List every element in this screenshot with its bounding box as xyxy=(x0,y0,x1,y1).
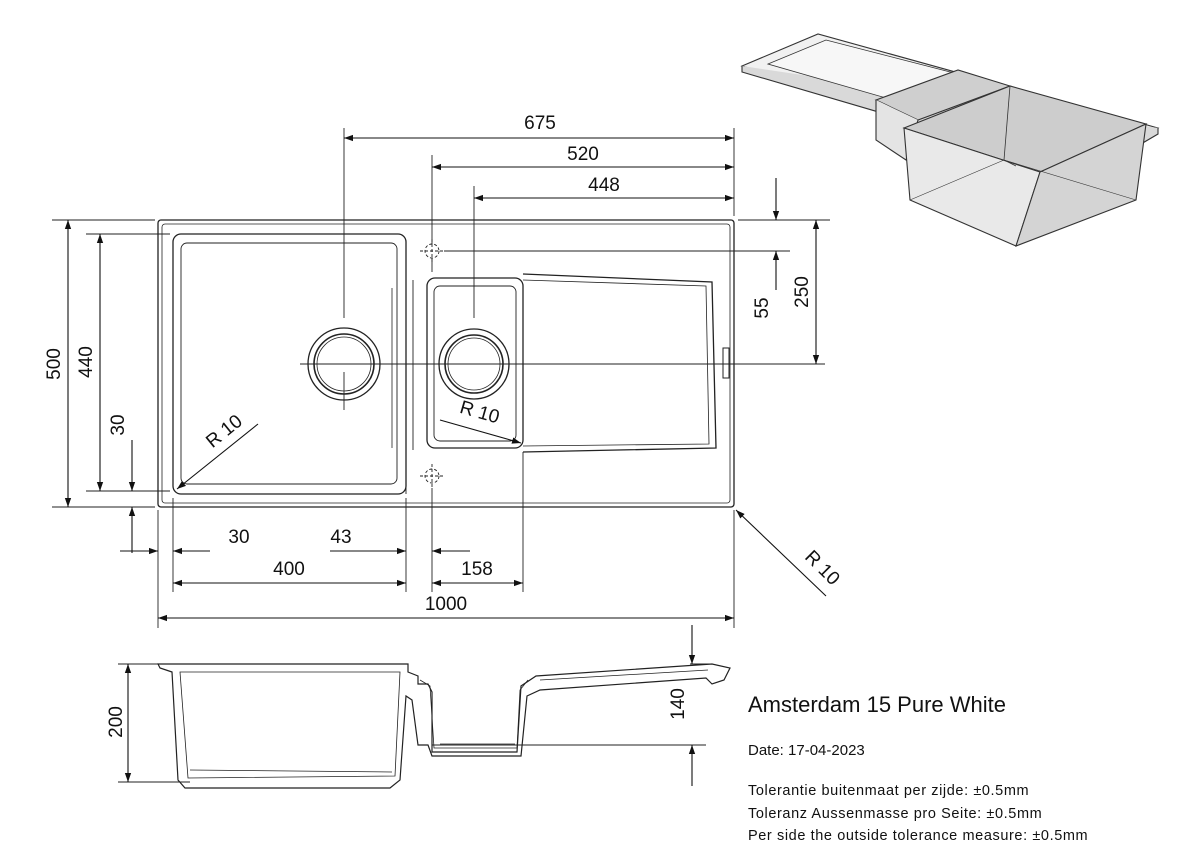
tolerance-english: Per side the outside tolerance measure: … xyxy=(748,828,1089,844)
dim-440: 440 xyxy=(76,346,97,378)
dim-500: 500 xyxy=(44,348,65,380)
dim-55: 55 xyxy=(752,297,773,318)
dim-200: 200 xyxy=(106,706,127,738)
side-section-view xyxy=(157,663,731,789)
radius-label-outer: R 10 xyxy=(800,546,843,589)
tolerance-german: Toleranz Aussenmasse pro Seite: ±0.5mm xyxy=(748,806,1043,822)
top-view xyxy=(157,219,735,508)
isometric-view xyxy=(740,33,1160,247)
radius-label-large: R 10 xyxy=(202,411,246,453)
product-title: Amsterdam 15 Pure White xyxy=(748,692,1006,717)
dim-43: 43 xyxy=(330,527,351,548)
drainer-board xyxy=(522,273,717,453)
dim-250: 250 xyxy=(792,276,813,308)
tap-hole-marker-bottom xyxy=(420,464,444,488)
sink-outline xyxy=(157,219,735,508)
dim-158: 158 xyxy=(461,559,493,580)
dim-400: 400 xyxy=(273,559,305,580)
radius-leader-outer xyxy=(735,509,827,597)
small-bowl xyxy=(426,277,524,449)
radius-leader-small xyxy=(439,419,522,444)
dim-448: 448 xyxy=(588,175,620,196)
dim-30-bottom: 30 xyxy=(228,527,249,548)
dim-1000: 1000 xyxy=(425,594,467,615)
radius-label-small: R 10 xyxy=(457,397,501,428)
dim-520: 520 xyxy=(567,144,599,165)
tolerance-dutch: Tolerantie buitenmaat per zijde: ±0.5mm xyxy=(748,783,1030,799)
dim-140: 140 xyxy=(668,688,689,720)
dim-30-left: 30 xyxy=(108,414,129,435)
dim-675: 675 xyxy=(524,113,556,134)
drawing-date: Date: 17-04-2023 xyxy=(748,742,865,759)
radius-leader-large xyxy=(176,423,259,490)
